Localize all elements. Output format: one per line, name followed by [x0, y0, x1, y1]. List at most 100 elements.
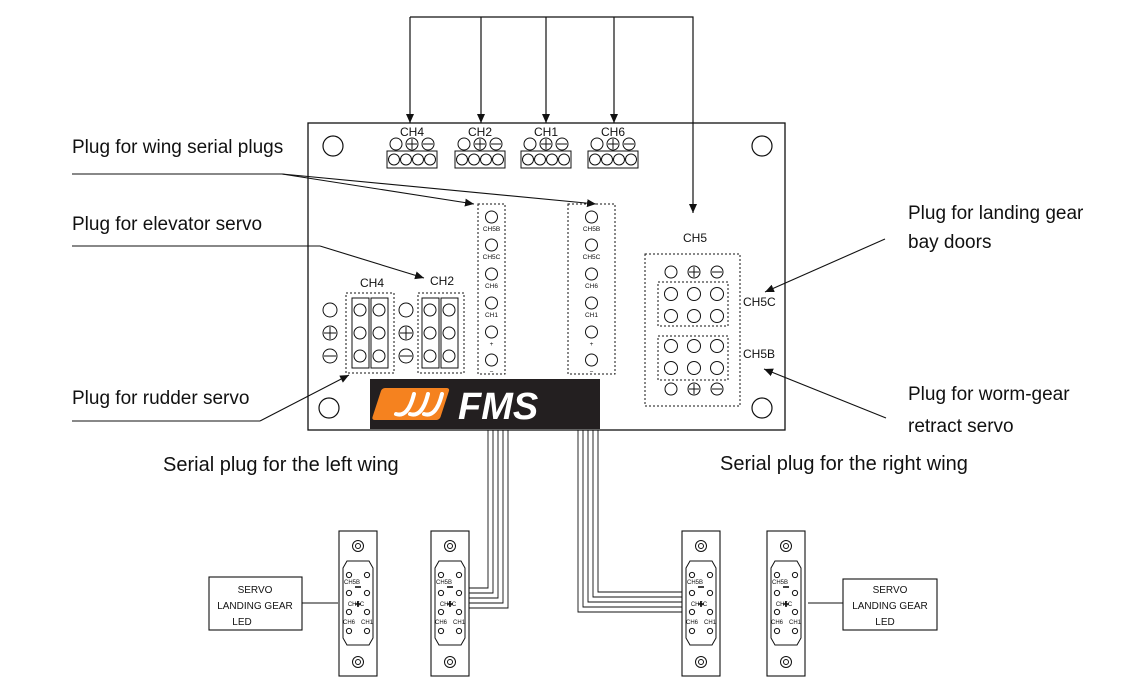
pin-hole-icon [706, 571, 714, 579]
plus-terminal-icon [606, 137, 620, 151]
ch5-block: CH5 CH5C CH5B [644, 231, 776, 407]
pin-hole-icon [710, 287, 724, 301]
callout-wing-serial: Plug for wing serial plugs [72, 137, 283, 158]
plug-pin-label: CH1 [361, 620, 374, 626]
plug-pin-label: CH1 [704, 620, 717, 626]
plug-pin-label: CH5C [348, 602, 365, 608]
pin-hole-icon [437, 627, 445, 635]
ch5b-port [657, 335, 729, 381]
strip-pin-label: + [490, 341, 494, 348]
mounting-hole-icon [318, 397, 340, 419]
pin-hole-icon [585, 353, 598, 367]
minus-terminal-icon [421, 137, 435, 151]
strip-pin-label: − [590, 369, 594, 376]
serial-strip-0 [477, 203, 506, 375]
pin-hole-icon [485, 238, 498, 252]
left-box-line-1: SERVO [238, 585, 273, 596]
pin-hole-icon [773, 571, 781, 579]
strip-pin-label: CH6 [585, 283, 598, 290]
plug-pin-label: CH5B [436, 580, 452, 586]
pin-hole-icon [345, 571, 353, 579]
top-0-channel-label: CH4 [400, 125, 424, 139]
callout-elevator: Plug for elevator servo [72, 214, 262, 235]
top-3-channel-label: CH6 [601, 125, 625, 139]
pin-hole-icon [585, 210, 598, 224]
elevator-leader [72, 245, 425, 280]
pin-hole-icon [585, 267, 598, 281]
receiver-board [307, 122, 786, 431]
pin-hole-icon [322, 302, 338, 318]
pin-hole-icon [687, 287, 701, 301]
ch5b-label: CH5B [743, 347, 775, 361]
plus-terminal-icon [447, 601, 453, 607]
caption-right-wing: Serial plug for the right wing [720, 453, 968, 475]
top-1-channel-label: CH2 [468, 125, 492, 139]
minus-terminal-icon [489, 137, 503, 151]
screw-hole-icon [780, 540, 792, 552]
top-signal-lines [406, 16, 697, 213]
pin-hole-icon [773, 627, 781, 635]
pin-hole-icon [688, 608, 696, 616]
plug-pin-label: CH5B [344, 580, 360, 586]
screw-hole-icon [444, 540, 456, 552]
screw-hole-icon [352, 540, 364, 552]
pin-hole-icon [791, 627, 799, 635]
caption-left-wing: Serial plug for the left wing [163, 454, 399, 476]
pin-hole-icon [485, 325, 498, 339]
wing-serial-leaders [72, 173, 597, 208]
rudder-leader [72, 374, 350, 422]
pin-hole-icon [437, 608, 445, 616]
strip-pin-label: + [590, 341, 594, 348]
pin-hole-icon [773, 608, 781, 616]
pin-hole-icon [710, 309, 724, 323]
strip-pin-label: CH1 [585, 312, 598, 319]
plug-pin-label: CH6 [435, 620, 448, 626]
plug-pin-label: CH1 [453, 620, 466, 626]
strip-pin-label: − [490, 369, 494, 376]
worm-gear-leader [763, 368, 887, 419]
plus-terminal-icon [322, 325, 338, 341]
pin-hole-icon [710, 339, 724, 353]
plug-pin-label: CH6 [771, 620, 784, 626]
plus-terminal-icon [698, 601, 704, 607]
left-servo-ports: CH4 CH2 [322, 274, 465, 374]
pin-hole-icon [345, 627, 353, 635]
plug-face [342, 560, 374, 646]
fms-logo: FMS [370, 379, 600, 429]
pin-hole-icon [710, 361, 724, 375]
pin-hole-icon [687, 339, 701, 353]
left-function-box: SERVO LANDING GEAR LED [208, 576, 338, 631]
pin-hole-icon [485, 296, 498, 310]
strip-pin-label: CH5C [583, 254, 601, 261]
plug-pin-label: CH5B [772, 580, 788, 586]
pin-hole-icon [523, 137, 537, 151]
pin-hole-icon [363, 627, 371, 635]
pin-hole-icon [455, 627, 463, 635]
pin-hole-icon [688, 571, 696, 579]
right-wing-harness [577, 430, 682, 613]
pin-hole-icon [485, 210, 498, 224]
right-box-line-3: LED [875, 617, 894, 628]
strip-pin-label: CH5B [483, 226, 500, 233]
plug-pin-label: CH1 [789, 620, 802, 626]
pin-hole-icon [664, 361, 678, 375]
pin-hole-icon [706, 589, 714, 597]
pin-hole-icon [687, 361, 701, 375]
pin-hole-icon [437, 571, 445, 579]
serial-strip-1 [567, 203, 616, 375]
plus-terminal-icon [539, 137, 553, 151]
right-function-box: SERVO LANDING GEAR LED [808, 578, 938, 631]
mounting-hole-icon [751, 397, 773, 419]
pin-hole-icon [687, 309, 701, 323]
pin-hole-icon [664, 339, 678, 353]
screw-hole-icon [444, 656, 456, 668]
pin-hole-icon [585, 238, 598, 252]
pin-hole-icon [688, 589, 696, 597]
plus-terminal-icon [405, 137, 419, 151]
pin-hole-icon [345, 589, 353, 597]
pin-hole-icon [363, 571, 371, 579]
